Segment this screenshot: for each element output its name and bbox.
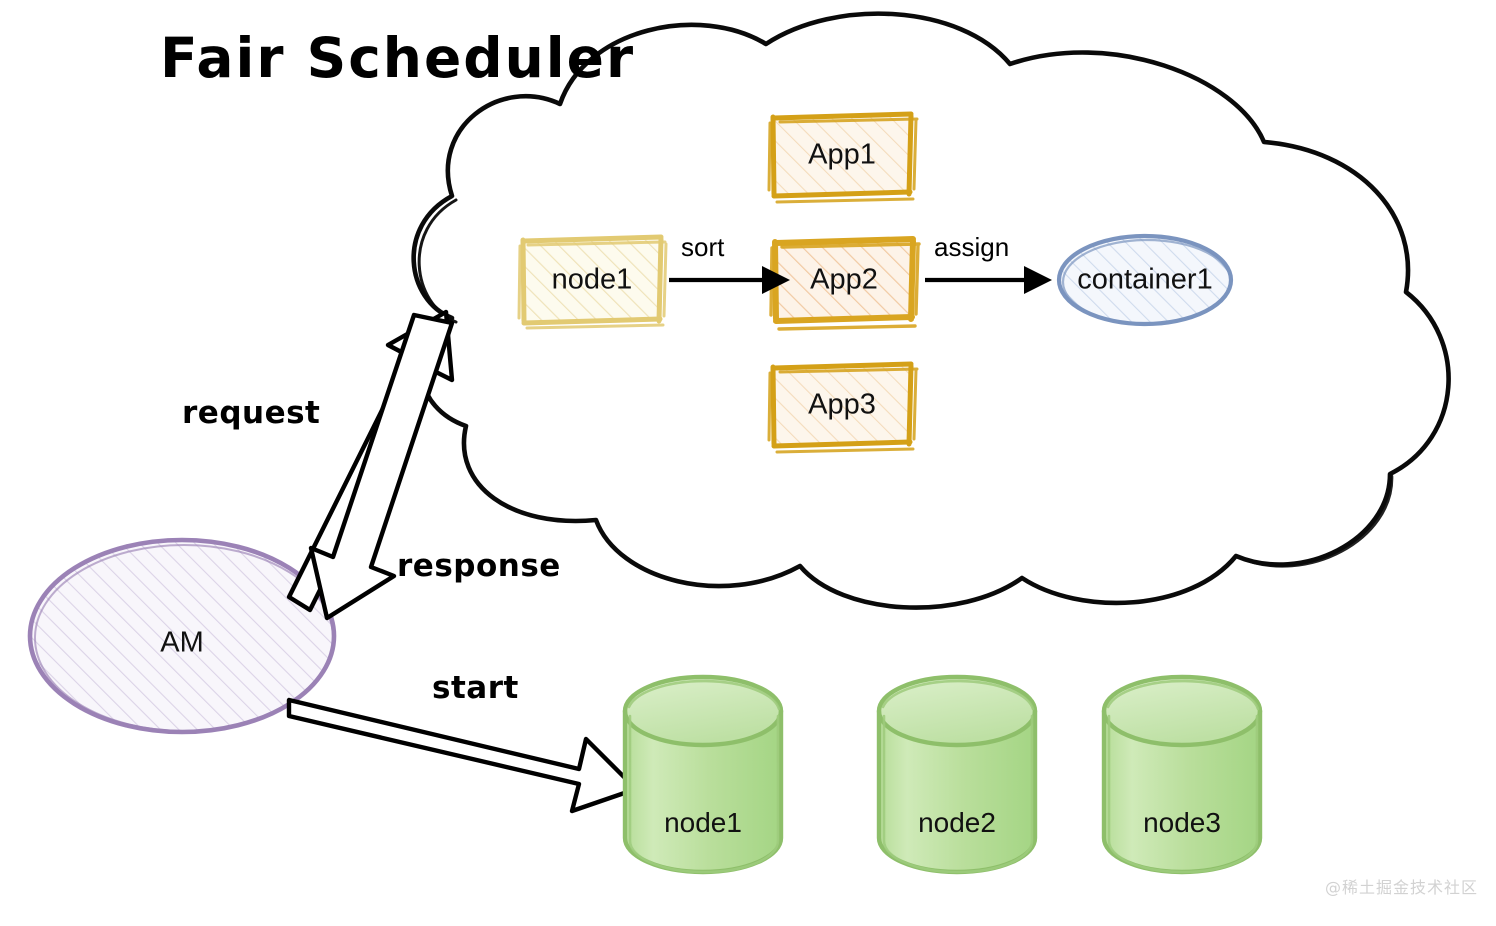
start-arrow: [286, 697, 639, 814]
am-ellipse[interactable]: [27, 537, 337, 735]
app2-box[interactable]: [769, 236, 921, 331]
assign-arrow: [925, 266, 1052, 294]
node1-box[interactable]: [517, 234, 668, 330]
node2-cylinder[interactable]: [876, 674, 1038, 875]
node1-cylinder[interactable]: [622, 674, 784, 875]
app3-box[interactable]: [767, 361, 919, 454]
node3-cylinder[interactable]: [1101, 674, 1263, 875]
app1-box[interactable]: [767, 111, 919, 204]
sort-arrow: [669, 266, 790, 294]
watermark: @稀土掘金技术社区: [1324, 878, 1478, 897]
container1-ellipse[interactable]: [1056, 233, 1234, 327]
response-arrow: [308, 312, 455, 621]
